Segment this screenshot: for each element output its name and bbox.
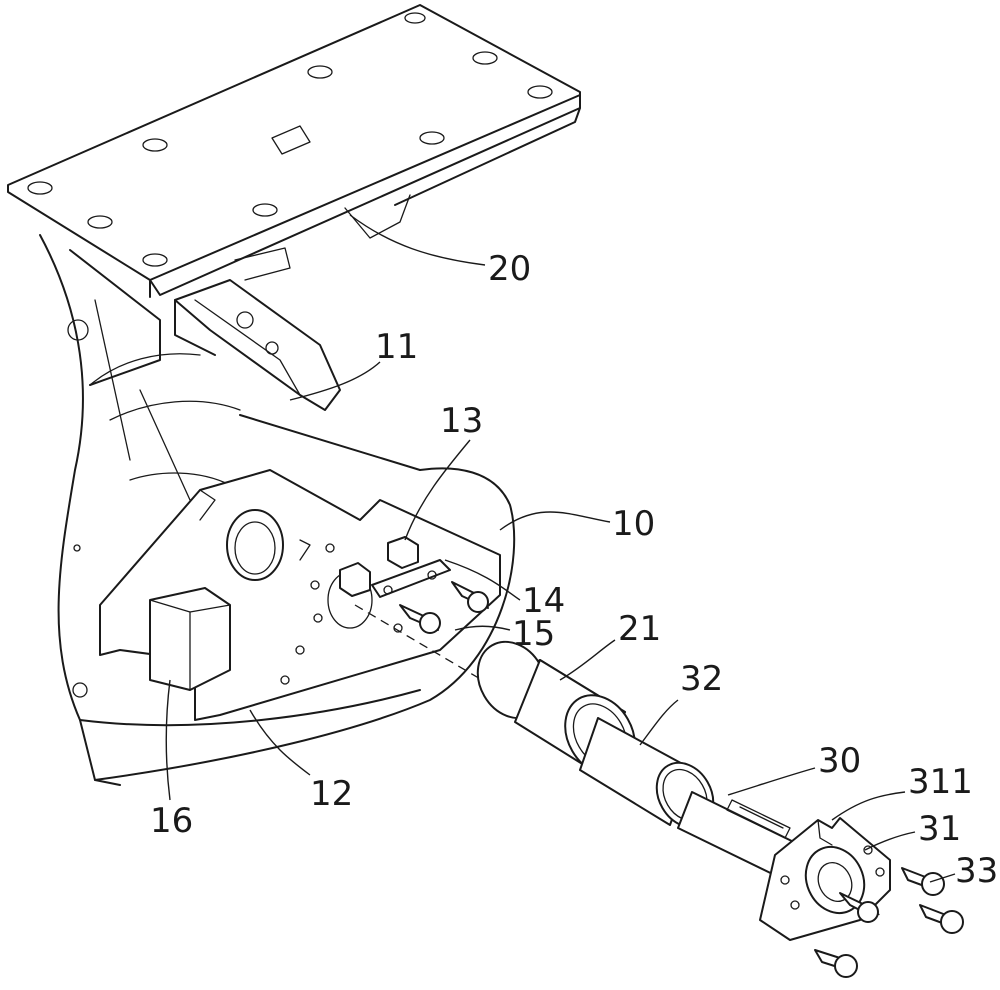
screws-33 bbox=[814, 867, 964, 978]
label-13: 13 bbox=[440, 401, 483, 441]
clamp-parts bbox=[339, 536, 489, 634]
label-21: 21 bbox=[618, 609, 661, 649]
reference-numerals: 20 11 13 10 14 15 21 32 30 311 31 33 16 … bbox=[150, 249, 998, 891]
bracket-11 bbox=[174, 279, 341, 411]
label-12: 12 bbox=[310, 774, 353, 814]
flange-31 bbox=[759, 817, 891, 941]
label-20: 20 bbox=[488, 249, 531, 289]
label-32: 32 bbox=[680, 659, 723, 699]
label-14: 14 bbox=[522, 581, 565, 621]
label-30: 30 bbox=[818, 741, 861, 781]
label-33: 33 bbox=[955, 851, 998, 891]
label-31: 31 bbox=[918, 809, 961, 849]
label-10: 10 bbox=[612, 504, 655, 544]
label-11: 11 bbox=[375, 327, 418, 367]
label-15: 15 bbox=[512, 614, 555, 654]
leader-lines bbox=[165, 214, 956, 883]
block-16 bbox=[149, 587, 231, 691]
top-plate bbox=[7, 4, 581, 298]
frame-body bbox=[39, 234, 516, 786]
label-311: 311 bbox=[908, 762, 973, 802]
label-16: 16 bbox=[150, 801, 193, 841]
